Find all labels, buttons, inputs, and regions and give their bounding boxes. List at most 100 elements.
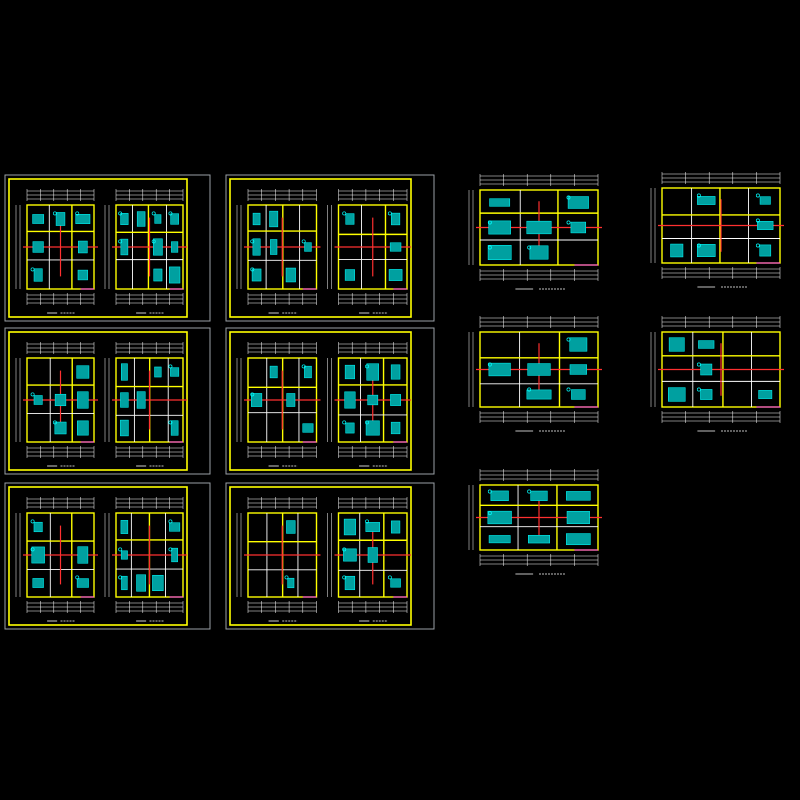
floor-plan (15, 497, 98, 622)
floor-plan (468, 316, 602, 432)
furniture-block (78, 240, 88, 254)
fixture-symbol (696, 243, 701, 248)
furniture-block (251, 393, 263, 407)
drawing-sheet (225, 482, 435, 630)
furniture-block (390, 421, 401, 435)
furniture-block (759, 196, 771, 205)
furniture-block (287, 577, 295, 589)
fixture-symbol (168, 420, 173, 425)
sheet-border (229, 331, 412, 471)
furniture-block (697, 196, 716, 205)
floor-plan (468, 174, 602, 290)
furniture-block (530, 490, 548, 501)
fixture-symbol (566, 337, 571, 342)
drawing-sheet (4, 174, 211, 322)
furniture-block (344, 269, 355, 281)
furniture-block (31, 546, 45, 564)
fixture-symbol (250, 267, 255, 272)
fixture-symbol (487, 220, 492, 225)
fixture-symbol (696, 362, 701, 367)
furniture-block (489, 198, 511, 207)
furniture-block (120, 550, 128, 560)
furniture-block (526, 220, 552, 235)
furniture-block (54, 421, 67, 435)
furniture-block (121, 575, 128, 591)
furniture-block (33, 395, 43, 405)
fixture-symbol (566, 195, 571, 200)
furniture-block (136, 574, 146, 592)
furniture-block (700, 389, 713, 400)
furniture-block (389, 242, 402, 252)
furniture-block (270, 239, 278, 255)
fixture-symbol (387, 575, 392, 580)
furniture-block (569, 364, 587, 375)
fixture-symbol (30, 519, 35, 524)
fixture-symbol (755, 193, 760, 198)
furniture-block (302, 423, 314, 433)
furniture-block (487, 245, 512, 260)
fixture-symbol (168, 547, 173, 552)
furniture-block (488, 535, 511, 544)
furniture-block (77, 391, 89, 409)
furniture-block (170, 420, 179, 436)
fixture-symbol (566, 220, 571, 225)
furniture-block (343, 518, 356, 536)
furniture-block (527, 363, 551, 376)
fixture-symbol (151, 211, 156, 216)
furniture-block (170, 367, 180, 377)
fixture-symbol (342, 211, 347, 216)
furniture-block (700, 363, 713, 376)
furniture-block (120, 419, 129, 437)
furniture-block (32, 578, 44, 588)
sheet-frame (4, 174, 211, 322)
floor-plan (468, 469, 602, 575)
sheet-frame (225, 327, 435, 475)
furniture-block (490, 490, 509, 501)
furniture-block (269, 210, 279, 228)
fixture-symbol (566, 387, 571, 392)
floor-plan (104, 189, 187, 314)
fixture-symbol (527, 245, 532, 250)
furniture-block (390, 578, 401, 588)
fixture-symbol (75, 211, 80, 216)
drawing-sheet (225, 327, 435, 475)
large-floor-plans (468, 172, 784, 575)
furniture-block (32, 241, 44, 253)
sheet-border (229, 486, 412, 626)
fixture-symbol (301, 239, 306, 244)
sheet-frame (225, 482, 435, 630)
furniture-block (153, 238, 163, 256)
furniture-block (153, 268, 163, 282)
furniture-block (668, 387, 686, 402)
furniture-block (252, 238, 261, 256)
furniture-block (345, 213, 355, 225)
furniture-block (251, 268, 262, 282)
furniture-block (365, 522, 380, 532)
furniture-block (488, 362, 511, 377)
furniture-block (33, 521, 43, 533)
fixture-symbol (118, 547, 123, 552)
furniture-block (488, 220, 511, 235)
furniture-block (529, 245, 549, 260)
sheet-border (229, 178, 412, 318)
plan-sheets-grid (4, 174, 435, 630)
fixture-symbol (755, 243, 760, 248)
fixture-symbol (284, 575, 289, 580)
furniture-block (136, 211, 146, 227)
fixture-symbol (527, 489, 532, 494)
furniture-block (758, 390, 773, 399)
fixture-symbol (487, 362, 492, 367)
fixture-symbol (365, 420, 369, 425)
fixture-symbol (52, 420, 57, 425)
fixture-symbol (250, 392, 255, 397)
fixture-symbol (696, 193, 701, 198)
furniture-block (33, 268, 43, 282)
furniture-block (286, 393, 296, 407)
floor-plan (236, 342, 321, 467)
furniture-block (696, 244, 716, 257)
sheet-frame (225, 174, 435, 322)
furniture-block (120, 520, 129, 534)
furniture-block (286, 520, 296, 534)
furniture-block (171, 241, 179, 253)
drawing-sheet (225, 174, 435, 322)
